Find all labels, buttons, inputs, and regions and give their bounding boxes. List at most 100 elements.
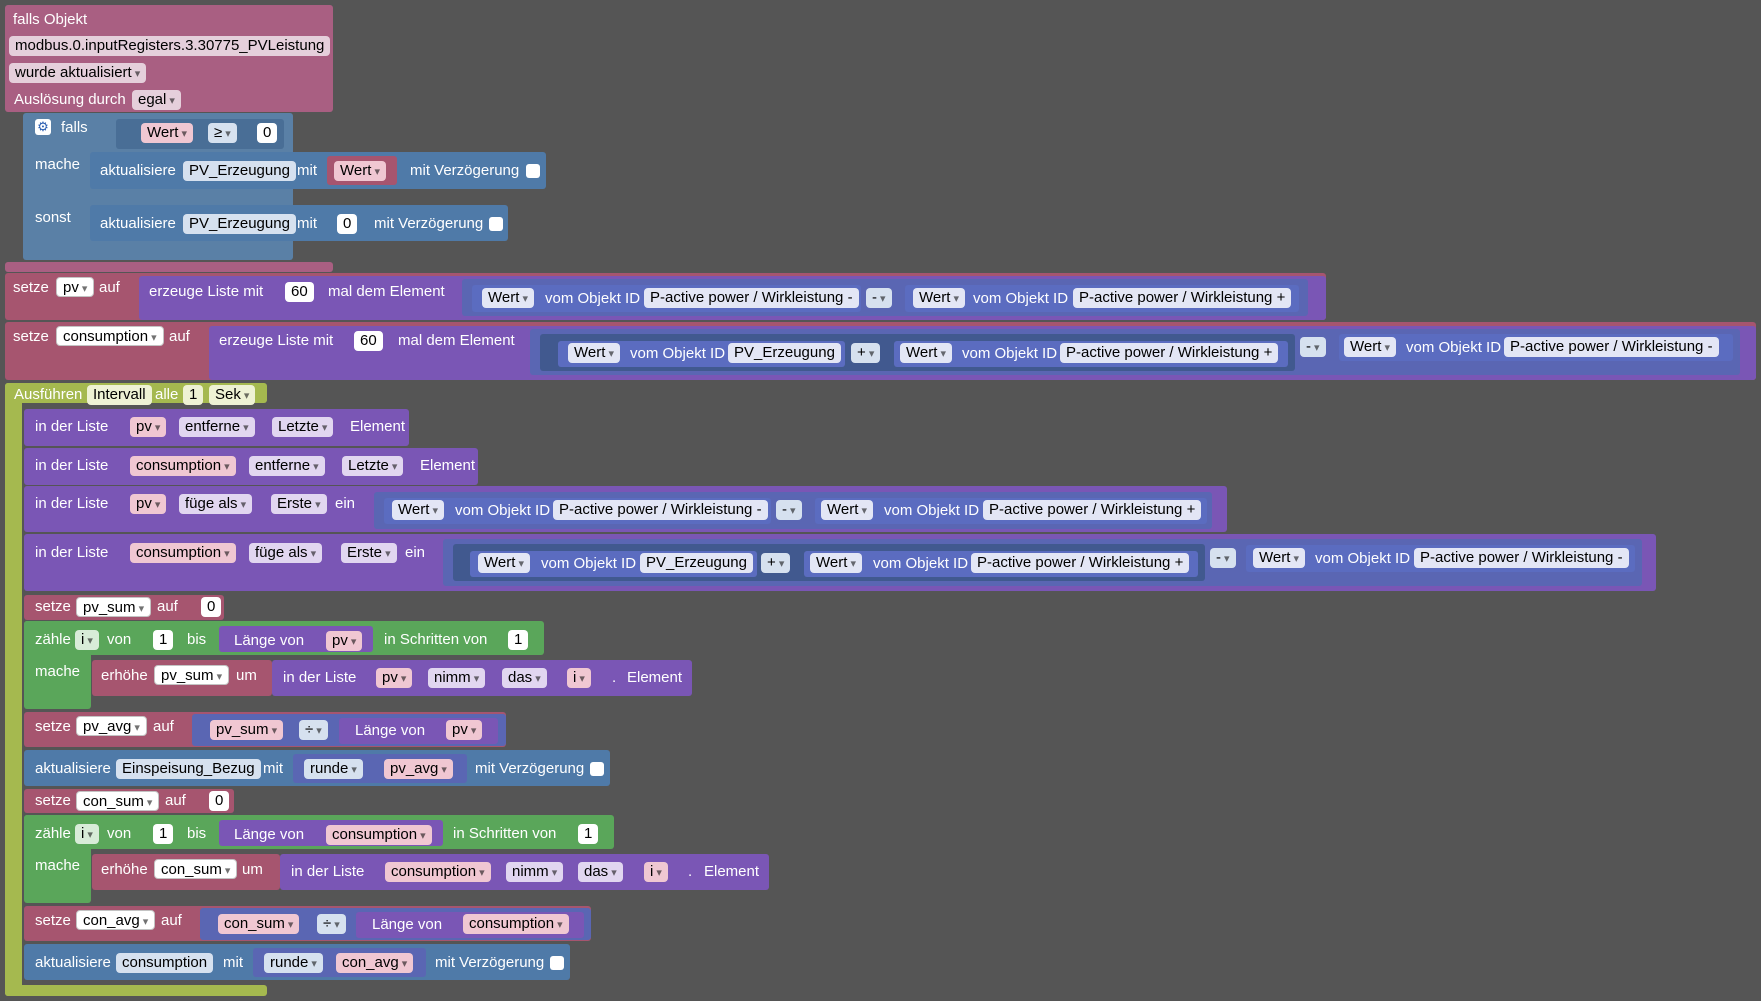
object-id-field[interactable]: P-active power / Wirkleistung - <box>1414 548 1629 568</box>
attr-dropdown[interactable]: Wert <box>900 343 952 363</box>
list-position-dropdown[interactable]: Letzte <box>342 456 404 476</box>
interval-unit-dropdown[interactable]: Sek <box>209 385 256 405</box>
else-value-input[interactable]: 0 <box>337 214 358 234</box>
delay-checkbox[interactable] <box>489 217 503 231</box>
object-id-field[interactable]: P-active power / Wirkleistung - <box>553 500 768 520</box>
list-count-input[interactable]: 60 <box>354 331 383 351</box>
create-list-label: erzeuge Liste mit <box>149 283 264 300</box>
update-value-dropdown[interactable]: Wert <box>334 161 386 181</box>
interval-every-field[interactable]: 1 <box>183 385 204 405</box>
dividend-dropdown[interactable]: pv_sum <box>210 720 284 740</box>
math-op-dropdown[interactable]: - <box>866 288 892 308</box>
object-id-field[interactable]: PV_Erzeugung <box>640 553 753 573</box>
wert-var-dropdown[interactable]: Wert <box>141 123 193 143</box>
update-target-field[interactable]: consumption <box>116 953 214 973</box>
attr-dropdown[interactable]: Wert <box>821 500 873 520</box>
attr-dropdown[interactable]: Wert <box>810 553 862 573</box>
loop-var-dropdown[interactable]: i <box>75 630 99 650</box>
loop-from-input[interactable]: 1 <box>153 630 174 650</box>
index-var-dropdown[interactable]: i <box>644 862 668 882</box>
attr-dropdown[interactable]: Wert <box>568 343 620 363</box>
object-id-field[interactable]: P-active power / Wirkleistung - <box>644 288 859 308</box>
object-id-field[interactable]: P-active power / Wirkleistung + <box>1060 343 1279 363</box>
object-id-field[interactable]: modbus.0.inputRegisters.3.30775_PVLeistu… <box>9 36 331 56</box>
divide-operator-dropdown[interactable]: ÷ <box>317 914 346 934</box>
list-var-dropdown[interactable]: consumption <box>385 862 491 882</box>
object-id-field[interactable]: P-active power / Wirkleistung + <box>983 500 1202 520</box>
delay-checkbox[interactable] <box>550 956 564 970</box>
set-var-dropdown[interactable]: consumption <box>56 326 164 346</box>
init-value-input[interactable]: 0 <box>209 791 230 811</box>
list-count-input[interactable]: 60 <box>285 282 314 302</box>
list-nimm-dropdown[interactable]: nimm <box>506 862 564 882</box>
dividend-dropdown[interactable]: con_sum <box>218 914 300 934</box>
length-list-dropdown[interactable]: consumption <box>326 825 432 845</box>
math-op-dropdown[interactable]: + <box>761 553 791 573</box>
list-var-dropdown[interactable]: consumption <box>130 456 236 476</box>
increment-var-dropdown[interactable]: pv_sum <box>154 665 230 685</box>
round-dropdown[interactable]: runde <box>304 759 363 779</box>
list-position-dropdown[interactable]: Erste <box>271 494 327 514</box>
object-id-field[interactable]: P-active power / Wirkleistung + <box>1073 288 1292 308</box>
attr-dropdown[interactable]: Wert <box>913 288 965 308</box>
loop-step-input[interactable]: 1 <box>508 630 529 650</box>
list-nimm-dropdown[interactable]: nimm <box>428 668 486 688</box>
list-das-dropdown[interactable]: das <box>578 862 623 882</box>
list-var-dropdown[interactable]: pv <box>376 668 413 688</box>
delay-checkbox[interactable] <box>590 762 604 776</box>
interval-mode-field[interactable]: Intervall <box>87 385 152 405</box>
update-target-field[interactable]: Einspeisung_Bezug <box>116 759 261 779</box>
attr-dropdown[interactable]: Wert <box>1253 548 1305 568</box>
list-var-dropdown[interactable]: pv <box>130 494 167 514</box>
math-op-dropdown[interactable]: + <box>851 343 881 363</box>
math-op-dropdown[interactable]: - <box>776 500 802 520</box>
list-position-dropdown[interactable]: Letzte <box>272 417 334 437</box>
set-var-dropdown[interactable]: con_sum <box>76 791 160 811</box>
list-das-dropdown[interactable]: das <box>502 668 547 688</box>
gear-icon[interactable]: ⚙ <box>35 119 51 135</box>
delay-checkbox[interactable] <box>526 164 540 178</box>
length-list-dropdown[interactable]: consumption <box>463 914 569 934</box>
trigger-by-dropdown[interactable]: egal <box>132 90 181 110</box>
list-action-dropdown[interactable]: entferne <box>249 456 325 476</box>
round-dropdown[interactable]: runde <box>264 953 323 973</box>
object-id-field[interactable]: P-active power / Wirkleistung + <box>971 553 1190 573</box>
condition-dropdown[interactable]: wurde aktualisiert <box>9 63 147 83</box>
attr-dropdown[interactable]: Wert <box>1344 337 1396 357</box>
mal-dem-element-label: mal dem Element <box>328 283 445 300</box>
list-action-dropdown[interactable]: füge als <box>179 494 253 514</box>
loop-step-input[interactable]: 1 <box>578 824 599 844</box>
attr-dropdown[interactable]: Wert <box>392 500 444 520</box>
index-var-dropdown[interactable]: i <box>567 668 591 688</box>
init-value-input[interactable]: 0 <box>201 597 222 617</box>
list-action-dropdown[interactable]: füge als <box>249 543 323 563</box>
update-target-field[interactable]: PV_Erzeugung <box>183 161 296 181</box>
compare-value-input[interactable]: 0 <box>257 123 278 143</box>
length-list-dropdown[interactable]: pv <box>326 631 363 651</box>
math-op-dropdown[interactable]: - <box>1210 548 1236 568</box>
update-target-field[interactable]: PV_Erzeugung <box>183 214 296 234</box>
round-var-dropdown[interactable]: con_avg <box>336 953 414 973</box>
increment-var-dropdown[interactable]: con_sum <box>154 859 238 879</box>
round-var-dropdown[interactable]: pv_avg <box>384 759 453 779</box>
list-position-dropdown[interactable]: Erste <box>341 543 397 563</box>
list-var-dropdown[interactable]: consumption <box>130 543 236 563</box>
length-list-dropdown[interactable]: pv <box>446 720 483 740</box>
attr-dropdown[interactable]: Wert <box>482 288 534 308</box>
set-var-dropdown[interactable]: pv_sum <box>76 597 152 617</box>
attr-dropdown[interactable]: Wert <box>478 553 530 573</box>
object-id-field[interactable]: P-active power / Wirkleistung - <box>1504 337 1719 357</box>
math-op-dropdown[interactable]: - <box>1300 337 1326 357</box>
list-var-dropdown[interactable]: pv <box>130 417 167 437</box>
compare-operator-dropdown[interactable]: ≥ <box>208 123 237 143</box>
set-var-dropdown[interactable]: con_avg <box>76 910 156 930</box>
loop-var-dropdown[interactable]: i <box>75 824 99 844</box>
update-block-then[interactable] <box>90 152 546 189</box>
list-action-dropdown[interactable]: entferne <box>179 417 255 437</box>
set-var-dropdown[interactable]: pv_avg <box>76 716 147 736</box>
update-block-else[interactable] <box>90 205 508 241</box>
object-id-field[interactable]: PV_Erzeugung <box>728 343 841 363</box>
set-var-dropdown[interactable]: pv <box>56 277 95 297</box>
loop-from-input[interactable]: 1 <box>153 824 174 844</box>
divide-operator-dropdown[interactable]: ÷ <box>299 720 328 740</box>
